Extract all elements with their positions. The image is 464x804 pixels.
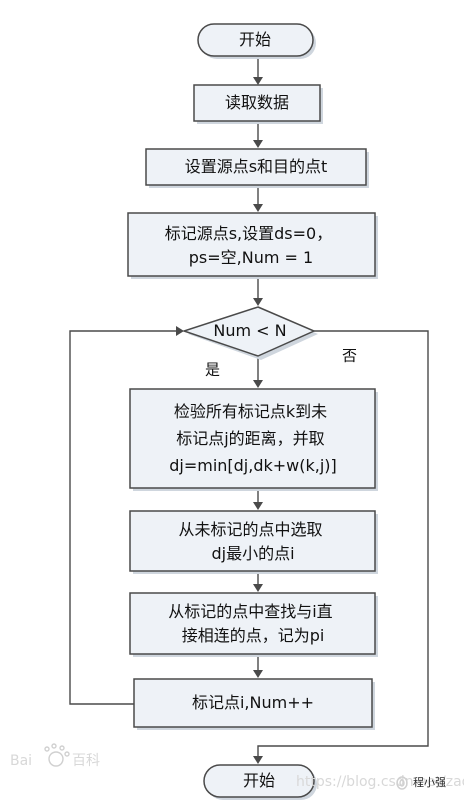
arrow-start-to-read — [253, 77, 263, 85]
select-min-node-shape — [129, 510, 376, 572]
baidu-paw-icon-toe-2 — [51, 743, 57, 749]
baidu-paw-icon — [44, 743, 70, 767]
check-distance-node-shape — [129, 388, 376, 489]
arrow-set-to-mark-source — [253, 204, 263, 212]
set-source-target-node: 设置源点s和目的点t — [145, 148, 369, 188]
branch-label-no: 否 — [342, 347, 357, 365]
select-min-node: 从未标记的点中选取 dj最小的点i — [129, 510, 378, 574]
check-distance-node-label-line-3: dj=min[dj,dk+w(k,j)] — [169, 456, 337, 475]
baidu-paw-icon-toe-1 — [44, 746, 50, 752]
baidu-watermark-text: Bai — [10, 753, 32, 769]
decision-node: Num < N — [181, 306, 318, 360]
no-branch-edge — [257, 330, 429, 756]
loop-back-arrow — [176, 326, 184, 336]
select-min-node-label-line-1: 从未标记的点中选取 — [178, 520, 322, 539]
branch-label-yes: 是 — [205, 361, 220, 379]
mark-source-node-label: 标记源点s,设置ds=0， ps=空,Num = 1 — [165, 224, 338, 267]
read-data-node-label: 读取数据 — [225, 93, 289, 112]
baidu-paw-icon-pad — [48, 751, 64, 767]
mark-i-node-shape — [133, 678, 373, 728]
site-watermark: https://blog.csdn.net/zaow — [296, 774, 464, 790]
baidu-watermark: Bai 百科 — [10, 743, 100, 769]
find-predecessor-node-label-line-1: 从标记的点中查找与i直 — [168, 602, 332, 621]
author-logo-icon-ring-outer — [396, 776, 408, 790]
mark-source-node: 标记源点s,设置ds=0， ps=空,Num = 1 — [127, 212, 378, 279]
find-predecessor-node-label-line-2: 接相连的点，记为pi — [182, 626, 325, 645]
mark-source-node-label-line-1: 标记源点s,设置ds=0， — [165, 224, 333, 243]
decision-node-label-line-1: Num < N — [213, 321, 286, 340]
baidu-paw-icon-toe-4 — [64, 751, 70, 757]
start-node-label-line-1: 开始 — [239, 30, 271, 49]
author-watermark: 程小强 — [396, 776, 446, 790]
baidu-paw-icon-toe-3 — [59, 745, 65, 751]
start-node-label: 开始 — [239, 30, 271, 49]
select-min-node-label-line-2: dj最小的点i — [211, 544, 294, 563]
baidu-watermark-suffix: 百科 — [72, 753, 100, 769]
read-data-node: 读取数据 — [193, 84, 323, 124]
end-node: 开始 — [203, 764, 317, 800]
find-predecessor-node-shape — [129, 592, 376, 655]
arrow-check-to-select — [253, 502, 263, 510]
check-distance-node-label: 检验所有标记点k到未 标记点j的距离，并取 dj=min[dj,dk+w(k,j… — [169, 402, 337, 475]
check-distance-node-label-line-2: 标记点j的距离，并取 — [176, 429, 324, 448]
end-node-label-line-1: 开始 — [243, 771, 275, 790]
set-source-target-node-label-line-1: 设置源点s和目的点t — [185, 157, 328, 176]
arrow-read-to-set — [253, 140, 263, 148]
start-node-shape — [197, 23, 314, 57]
set-source-target-node-shape — [145, 148, 367, 186]
mark-i-node-label: 标记点i,Num++ — [192, 693, 314, 712]
decision-node-label: Num < N — [213, 321, 286, 340]
author-logo-icon-ring-inner — [399, 779, 405, 787]
find-predecessor-node-label: 从标记的点中查找与i直 接相连的点，记为pi — [168, 602, 338, 645]
no-branch-arrow — [253, 756, 263, 764]
read-data-node-shape — [193, 84, 321, 122]
author-watermark-text: 程小强 — [413, 776, 446, 789]
mark-i-node: 标记点i,Num++ — [133, 678, 375, 730]
end-node-shape — [203, 764, 315, 798]
decision-node-shape — [181, 306, 316, 357]
arrow-decision-to-check — [253, 380, 263, 388]
read-data-node-label-line-1: 读取数据 — [225, 93, 289, 112]
mark-source-node-label-line-2: ps=空,Num = 1 — [189, 248, 313, 267]
mark-i-node-label-line-1: 标记点i,Num++ — [192, 693, 314, 712]
check-distance-node: 检验所有标记点k到未 标记点j的距离，并取 dj=min[dj,dk+w(k,j… — [129, 388, 378, 491]
check-distance-node-label-line-1: 检验所有标记点k到未 — [174, 402, 327, 421]
arrow-find-to-mark-i — [253, 670, 263, 678]
loop-back-edge — [69, 330, 176, 705]
arrow-select-to-find — [253, 584, 263, 592]
find-predecessor-node: 从标记的点中查找与i直 接相连的点，记为pi — [129, 592, 378, 657]
author-logo-icon — [396, 776, 408, 790]
connectors — [69, 56, 429, 764]
start-node: 开始 — [197, 23, 316, 59]
set-source-target-node-label: 设置源点s和目的点t — [185, 157, 328, 176]
mark-source-node-shape — [127, 212, 376, 277]
end-node-label: 开始 — [243, 771, 275, 790]
arrow-mark-source-to-decision — [253, 298, 263, 306]
select-min-node-label: 从未标记的点中选取 dj最小的点i — [178, 520, 327, 563]
